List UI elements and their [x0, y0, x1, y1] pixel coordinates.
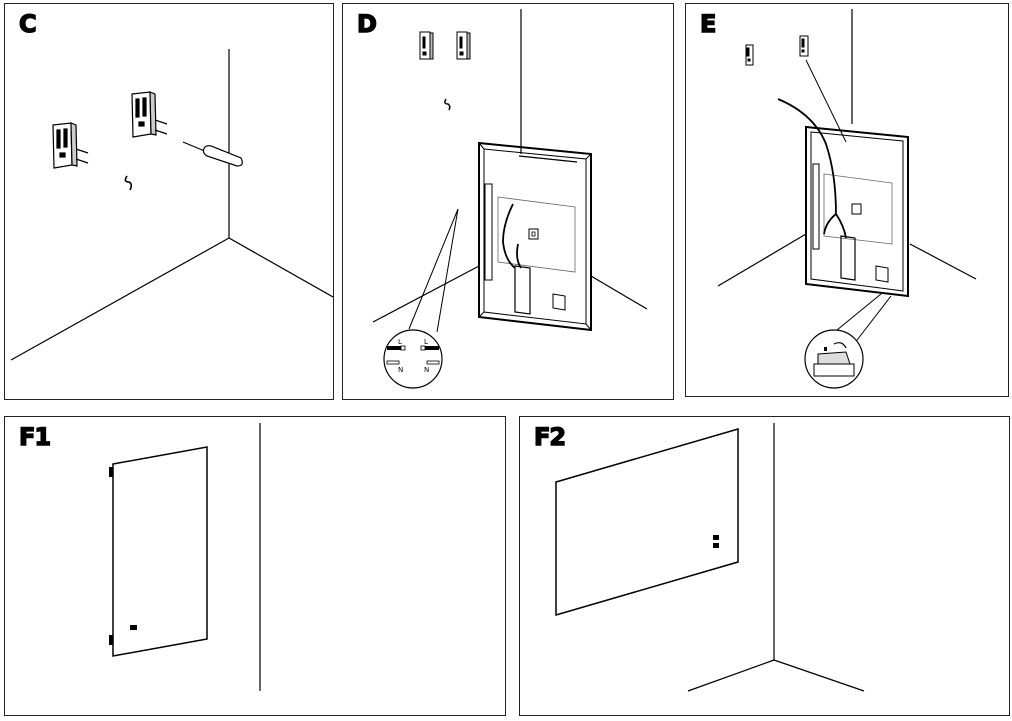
cable-end-icon — [444, 98, 451, 111]
mirror-back-panel — [478, 141, 592, 332]
mounting-bracket-right — [456, 31, 471, 60]
panel-label-e: E — [699, 9, 717, 38]
panel-d: D — [342, 3, 674, 400]
panel-f1-drawing — [109, 423, 261, 691]
mounting-bracket-right — [799, 35, 809, 57]
wire-label-n-right: N — [424, 366, 429, 374]
floor-left-line — [10, 237, 230, 361]
panel-e: E — [685, 3, 1009, 397]
panel-c-drawing — [10, 49, 333, 361]
mounting-bracket-upper — [131, 91, 168, 138]
panel-e-drawing — [717, 9, 977, 389]
panel-label-f2: F2 — [533, 422, 567, 451]
panel-label-d: D — [356, 9, 377, 38]
floor-right-line — [909, 243, 977, 280]
panel-f2: F2 — [519, 416, 1010, 716]
panel-f1: F1 — [4, 416, 506, 716]
wire-label-l-right: L — [424, 338, 428, 346]
mirror-back-panel — [777, 98, 909, 298]
cable-end-icon — [124, 175, 133, 191]
touch-switch-icon — [130, 625, 137, 630]
floor-left-line — [372, 265, 480, 323]
mounting-bracket-left — [745, 44, 754, 66]
wire-label-l-left: L — [398, 338, 402, 346]
mounting-bracket-left — [419, 31, 434, 60]
panel-label-f1: F1 — [18, 422, 52, 451]
floor-right-line — [773, 659, 865, 692]
panel-f2-drawing — [555, 423, 865, 692]
touch-switch-icon-upper — [713, 535, 719, 540]
wire-label-n-left: N — [398, 366, 403, 374]
mounting-bracket-lower — [52, 122, 89, 169]
floor-right-line — [228, 237, 333, 298]
panel-d-drawing: L N L N — [372, 9, 648, 389]
screwdriver-icon — [182, 141, 243, 167]
panel-label-c: C — [18, 9, 37, 38]
touch-switch-icon-lower — [713, 543, 719, 548]
plug-detail-callout — [804, 329, 864, 389]
wiring-detail-callout: L N L N — [383, 329, 443, 389]
floor-left-line — [717, 233, 807, 287]
mirror-landscape — [555, 428, 739, 616]
floor-left-line — [687, 659, 775, 692]
mirror-portrait — [109, 446, 208, 657]
floor-right-line — [590, 275, 648, 310]
panel-c: C — [4, 3, 334, 400]
